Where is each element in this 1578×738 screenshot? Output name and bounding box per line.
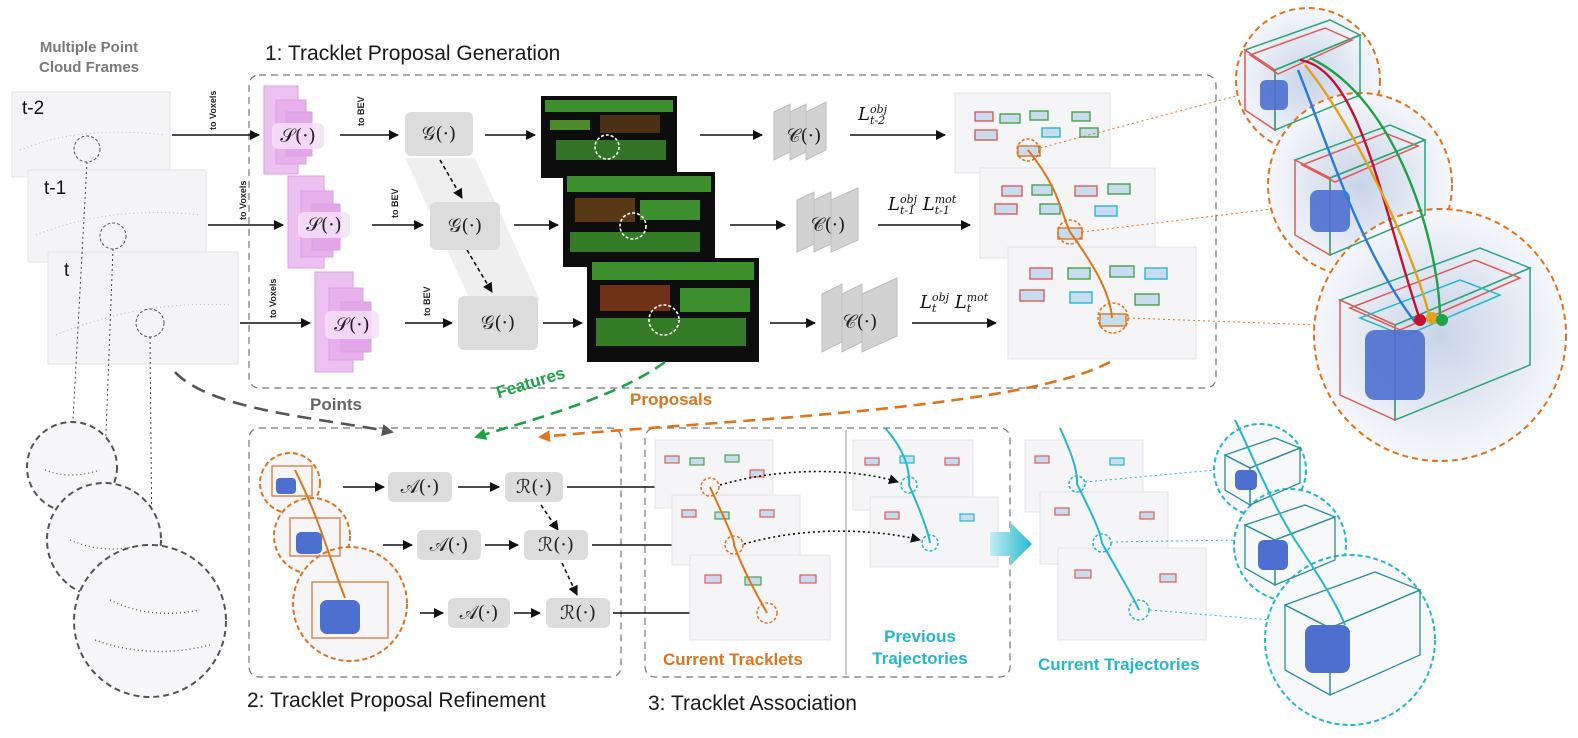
section3-title: 3: Tracklet Association (648, 692, 857, 715)
association-frames (654, 439, 1207, 641)
op-c-3: 𝒞(·) (842, 311, 878, 333)
op-r-2: ℛ(·) (524, 530, 588, 560)
section3-box (644, 427, 1011, 678)
to-bev-label-2: to BEV (390, 188, 400, 218)
refinement-zoom-circles (259, 452, 408, 662)
to-voxels-label-1: to Voxels (208, 90, 218, 130)
op-a-1: 𝒜(·) (388, 472, 452, 502)
to-bev-label-1: to BEV (356, 96, 366, 126)
section2-box (248, 427, 622, 678)
op-s-2: 𝒮(·) (298, 212, 350, 238)
previous-trajectories-line2: Trajectories (872, 649, 968, 668)
op-c-2: 𝒞(·) (810, 214, 846, 236)
current-tracklets-label: Current Tracklets (663, 650, 803, 669)
current-trajectories-label: Current Trajectories (1038, 655, 1200, 674)
association-boxes (664, 454, 1177, 586)
frame-label-t-1: t-1 (44, 178, 67, 199)
proposals-label: Proposals (630, 390, 713, 409)
op-c-1: 𝒞(·) (786, 125, 822, 147)
op-r-1: ℛ(·) (505, 472, 563, 502)
to-voxels-label-2: to Voxels (238, 180, 248, 220)
section2-title: 2: Tracklet Proposal Refinement (247, 689, 546, 712)
zoom-circles-orange (1235, 7, 1567, 462)
to-bev-label-3: to BEV (422, 286, 432, 316)
op-g-3: 𝒢(·) (458, 296, 538, 350)
input-title: Multiple Point Cloud Frames (28, 38, 150, 78)
section1-box (248, 74, 1217, 389)
zoom-circles-cyan (1213, 419, 1436, 726)
previous-trajectories-line1: Previous (884, 627, 956, 646)
input-title-line2: Cloud Frames (38, 59, 140, 76)
op-s-3: 𝒮(·) (325, 311, 379, 339)
op-r-3: ℛ(·) (546, 598, 610, 628)
detection-heads (773, 101, 898, 353)
frame-label-t-2: t-2 (22, 98, 45, 119)
op-a-2: 𝒜(·) (417, 530, 481, 560)
op-s-1: 𝒮(·) (272, 123, 324, 149)
input-title-line1: Multiple Point (39, 39, 139, 56)
to-voxels-label-3: to Voxels (268, 278, 278, 318)
bev-feature-maps (541, 96, 759, 362)
frame-label-t: t (64, 260, 70, 281)
previous-trajectories-label: Previous Trajectories (860, 626, 980, 670)
op-a-3: 𝒜(·) (448, 598, 510, 628)
points-label: Points (310, 395, 362, 414)
section1-title: 1: Tracklet Proposal Generation (265, 42, 561, 65)
op-g-2: 𝒢(·) (430, 202, 500, 250)
input-frames (11, 91, 239, 698)
op-g-1: 𝒢(·) (405, 112, 473, 156)
